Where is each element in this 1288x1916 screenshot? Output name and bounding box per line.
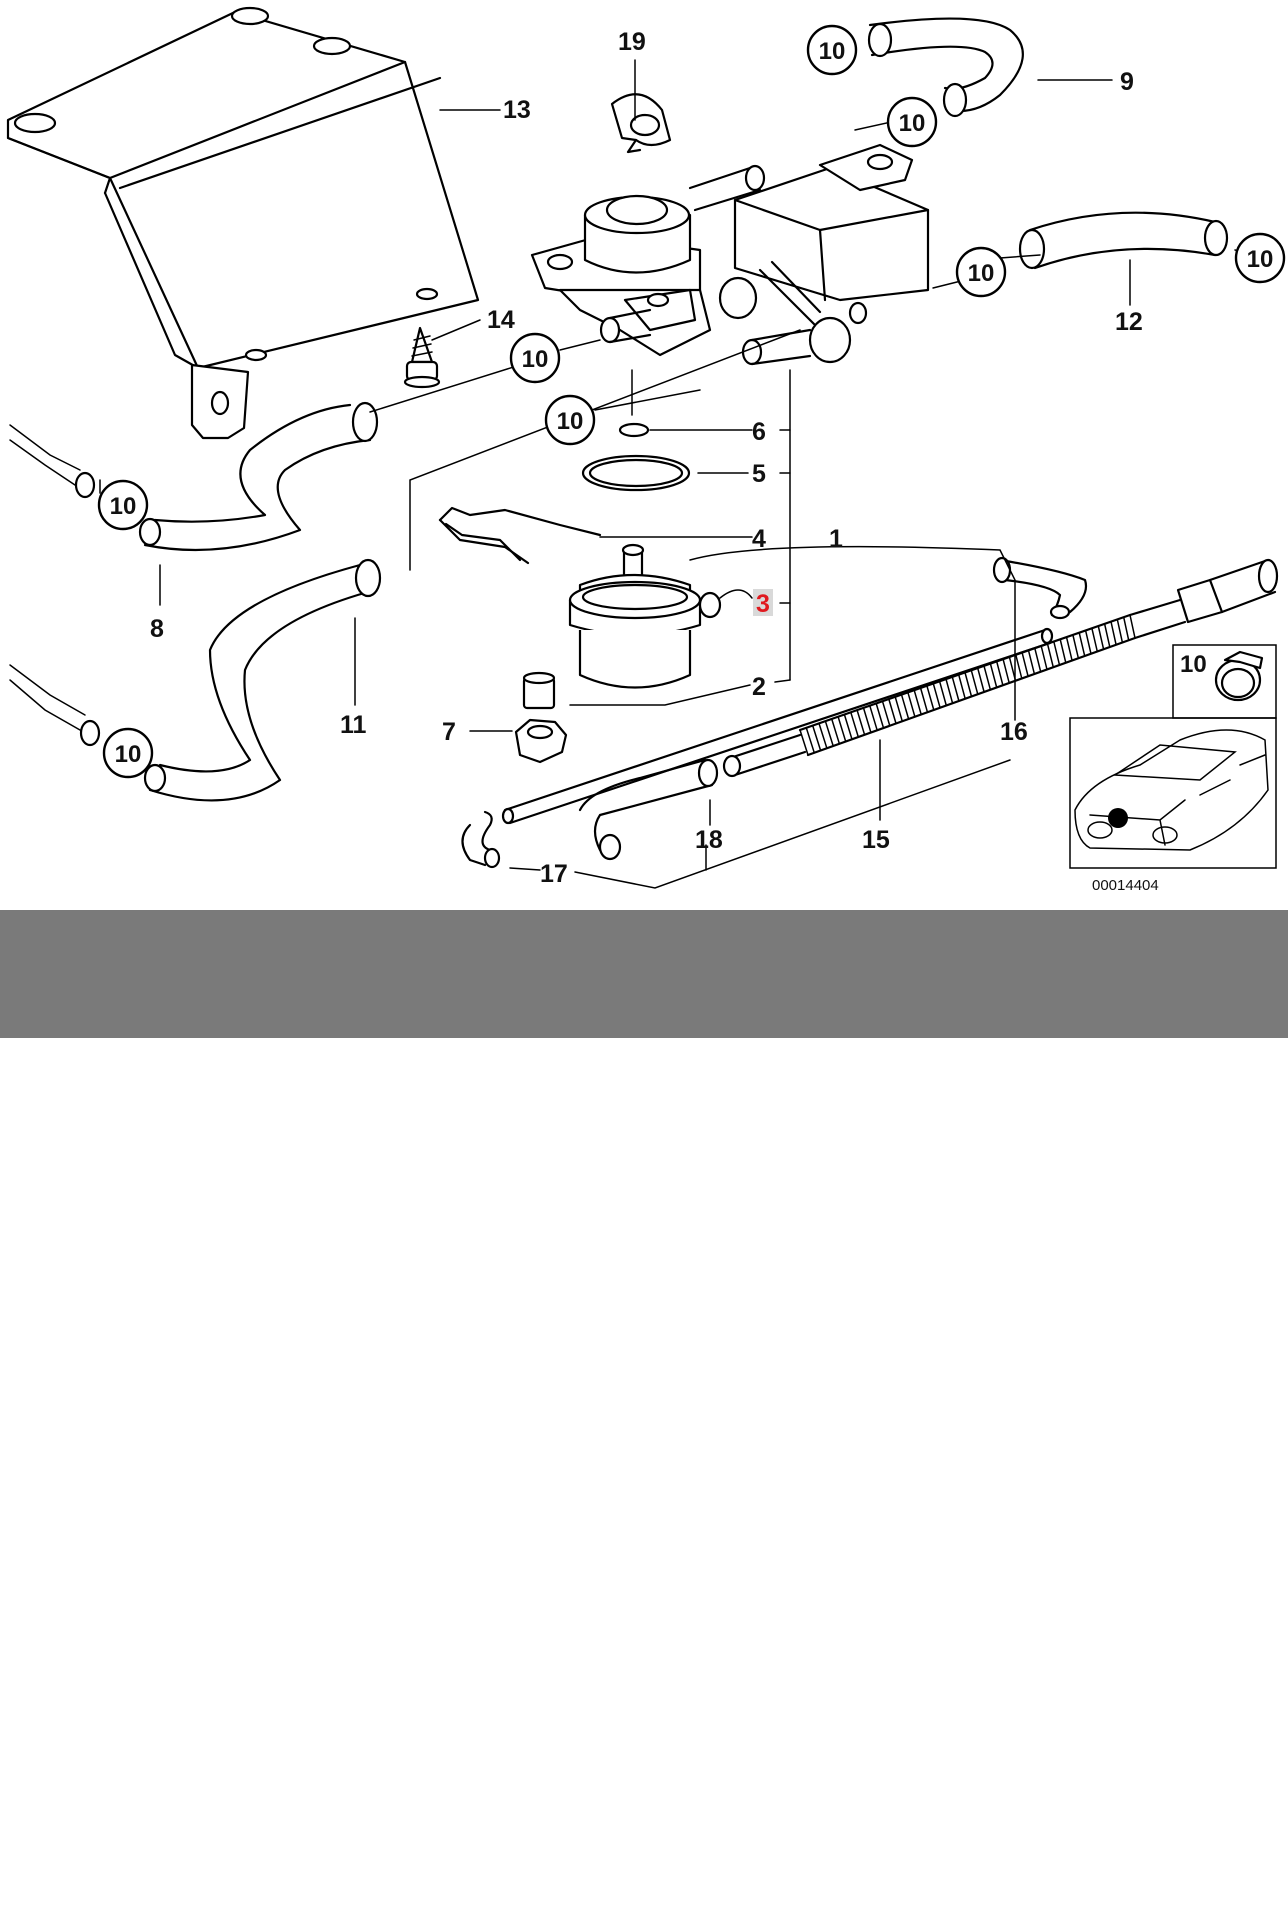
callout-18: 18 <box>695 826 723 854</box>
nut-part-7 <box>514 718 568 764</box>
damper-part-3 <box>568 543 722 689</box>
diagram-ref-label: N - 03 <box>873 1859 1016 1915</box>
clamp-callout-label: 10 <box>899 110 926 137</box>
callout-15: 15 <box>862 826 890 854</box>
regulator-assembly <box>530 143 930 366</box>
callout-14: 14 <box>487 306 515 334</box>
hose-part-16 <box>992 556 1088 620</box>
highlight-box <box>753 589 773 616</box>
clamp-callout-label: 10 <box>819 38 846 65</box>
callout-17: 17 <box>540 860 568 888</box>
clamp-callouts: 10 10 10 10 10 10 10 10 <box>97 24 1286 779</box>
hose-part-9 <box>867 17 1024 118</box>
clamp-callout-label: 10 <box>557 408 584 435</box>
callout-9: 9 <box>1120 68 1134 96</box>
callout-8: 8 <box>150 615 164 643</box>
clamp-callout-circle <box>102 727 154 779</box>
bracket-part-13 <box>6 6 480 440</box>
corrugation-ribs <box>799 614 1136 756</box>
clamp-callout-label: 10 <box>968 260 995 287</box>
hose-part-12 <box>1018 211 1229 270</box>
callout-16: 16 <box>1000 718 1028 746</box>
pipe-part-15 <box>722 558 1279 778</box>
clamp-callout-label: 10 <box>1247 246 1274 273</box>
callout-5: 5 <box>752 460 766 488</box>
fuel-lines-left <box>9 424 101 747</box>
gasket-part-5 <box>581 454 691 492</box>
hose-part-8 <box>138 401 379 552</box>
screw-part-14 <box>403 326 441 389</box>
clamp-callout-circle <box>806 24 858 76</box>
inset-callout-10: 10 <box>1180 651 1207 678</box>
clamp-callout-circle <box>886 96 938 148</box>
clamp-callout-circle <box>1234 232 1286 284</box>
callout-6: 6 <box>752 418 766 446</box>
oring-part-6 <box>618 422 650 438</box>
clamp-callout-circle <box>509 332 561 384</box>
clip-part-19 <box>610 93 672 154</box>
hose-part-18 <box>578 758 719 861</box>
location-marker-icon <box>1108 808 1128 828</box>
sleeve-part-2 <box>522 671 556 710</box>
callout-labels: 1 2 3 4 5 6 7 8 9 11 12 13 14 15 16 17 1… <box>150 28 1207 894</box>
clamp-callout-circle <box>544 394 596 446</box>
inset-car-box <box>1069 717 1277 869</box>
clamp-callout-label: 10 <box>110 493 137 520</box>
clamp-callout-circle <box>97 479 149 531</box>
image-code: 00014404 <box>1092 877 1159 894</box>
gasket-part-4 <box>438 506 602 565</box>
part-number-label: BMW - 13 31 1 710 961 <box>283 1859 833 1915</box>
callout-19: 19 <box>618 28 646 56</box>
callout-3-highlighted: 3 <box>756 590 770 618</box>
clamp-callout-circle <box>955 246 1007 298</box>
clamp-callout-label: 10 <box>115 741 142 768</box>
clamp-callout-label: 10 <box>522 346 549 373</box>
callout-11: 11 <box>340 711 367 739</box>
footer-bar: BMW - 13 31 1 710 961 N - 03 <box>0 910 1288 1915</box>
callout-2: 2 <box>752 673 766 701</box>
callout-13: 13 <box>503 96 531 124</box>
callout-7: 7 <box>442 718 456 746</box>
callout-1: 1 <box>829 525 843 553</box>
hose-part-11 <box>143 558 382 802</box>
parts-diagram: 1 2 3 4 5 6 7 8 9 11 12 13 14 15 16 17 1… <box>0 0 1288 910</box>
callout-12: 12 <box>1115 308 1143 336</box>
callout-4: 4 <box>752 525 766 553</box>
